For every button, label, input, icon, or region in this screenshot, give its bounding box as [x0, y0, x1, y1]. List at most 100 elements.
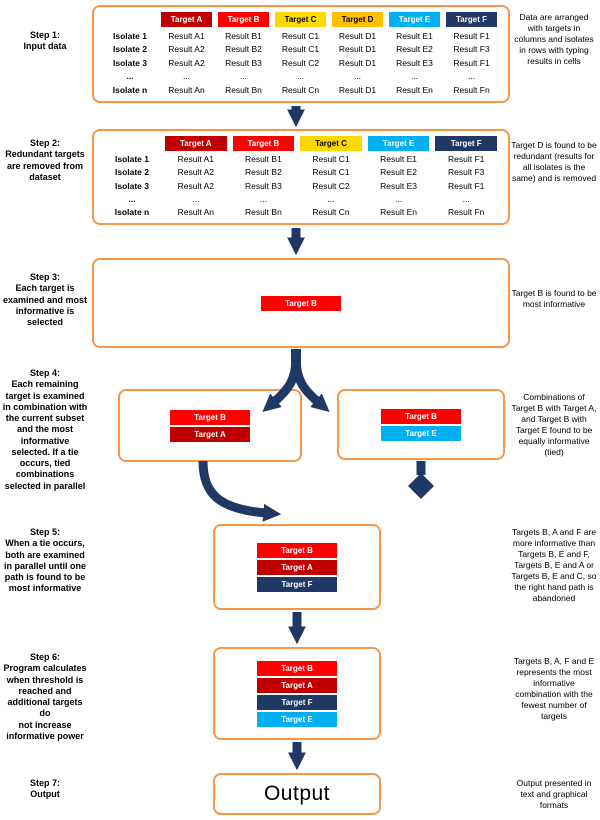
result-cell: Result B3 — [244, 180, 282, 191]
chip-stack: Target B Target A — [120, 391, 300, 460]
result-cell: Result En — [380, 206, 418, 217]
result-cell: Result A2 — [168, 44, 205, 55]
result-cell: Result Cn — [281, 84, 320, 95]
result-cell: Result C2 — [281, 57, 320, 68]
result-cell: Result C1 — [312, 167, 350, 178]
chip-stack: Target B Target A Target F — [215, 526, 379, 608]
step4-right-combination-box: Target B Target E — [337, 389, 505, 460]
result-cell: Result Bn — [244, 206, 282, 217]
isolate-label: ... — [128, 193, 136, 204]
isolate-label: Isolate 1 — [114, 154, 150, 165]
result-cell: ... — [192, 193, 200, 204]
step6-final-combination-box: Target B Target A Target F Target E — [213, 647, 381, 740]
result-cell: ... — [462, 193, 470, 204]
result-cell: Result F1 — [448, 180, 485, 191]
arrow-step4-left-to-step5 — [198, 460, 282, 522]
target-f-chip: Target F — [257, 576, 337, 592]
result-cell: ... — [259, 193, 267, 204]
step5-label: Step 5: When a tie occurs, both are exam… — [3, 527, 86, 594]
target-b-chip: Target B — [257, 542, 337, 558]
result-cell: Result B3 — [225, 57, 262, 68]
isolate-label: Isolate n — [112, 84, 148, 95]
isolate-label: Isolate n — [114, 206, 150, 217]
result-cell: ... — [410, 71, 419, 82]
step7-caption: Output presented in text and graphical f… — [516, 778, 592, 811]
result-cell: Result C1 — [312, 154, 350, 165]
result-cell: Result A1 — [168, 30, 205, 41]
target-c-header-chip: Target C — [300, 136, 362, 151]
step4-caption: Combinations of Target B with Target A, … — [511, 392, 597, 458]
step2-reduced-data-box: Target A Target B Target C Target E Targ… — [92, 129, 510, 225]
result-cell: Result A1 — [177, 154, 214, 165]
result-cell: Result Fn — [453, 84, 490, 95]
isolate-label: ... — [126, 71, 134, 82]
result-cell: Result F3 — [453, 44, 490, 55]
result-cell: Result An — [177, 206, 214, 217]
step1-caption: Data are arranged with targets in column… — [514, 12, 594, 67]
step7-output-box: Output — [213, 773, 381, 815]
target-b-chip: Target B — [261, 295, 341, 311]
target-b-header-chip: Target B — [218, 12, 269, 27]
result-cell: Result E2 — [380, 167, 418, 178]
result-cell: Result B2 — [244, 167, 282, 178]
target-e-header-chip: Target E — [389, 12, 440, 27]
isolate-label: Isolate 2 — [114, 167, 150, 178]
terminator-diamond-icon — [408, 473, 434, 499]
target-a-header-chip: Target A — [161, 12, 212, 27]
step1-input-data-box: Target A Target B Target C Target D Targ… — [92, 5, 510, 103]
result-cell: Result D1 — [338, 30, 377, 41]
result-cell: ... — [395, 193, 403, 204]
result-cell: Result F1 — [453, 30, 490, 41]
result-cell: Result D1 — [338, 84, 377, 95]
target-e-chip: Target E — [381, 425, 461, 441]
step5-caption: Targets B, A and F are more informative … — [511, 527, 597, 604]
step2-table: Target A Target B Target C Target E Targ… — [94, 131, 508, 223]
target-b-chip: Target B — [257, 660, 337, 676]
target-f-header-chip: Target F — [435, 136, 497, 151]
result-cell: Result E1 — [380, 154, 418, 165]
step6-label: Step 6: Program calculates when threshol… — [3, 652, 87, 741]
result-cell: Result E3 — [396, 57, 433, 68]
result-cell: Result C2 — [312, 180, 350, 191]
step3-label: Step 3: Each target is examined and most… — [2, 272, 88, 327]
result-cell: Result A2 — [177, 167, 214, 178]
result-cell: Result En — [396, 84, 433, 95]
result-cell: Result A2 — [177, 180, 214, 191]
step6-caption: Targets B, A, F and E represents the mos… — [513, 656, 595, 722]
isolate-label: Isolate 2 — [112, 44, 148, 55]
target-a-header-chip: Target A — [165, 136, 227, 151]
target-e-chip: Target E — [257, 711, 337, 727]
step1-table: Target A Target B Target C Target D Targ… — [94, 7, 508, 101]
step4-left-combination-box: Target B Target A — [118, 389, 302, 462]
isolate-label: Isolate 3 — [112, 57, 148, 68]
output-label: Output — [263, 782, 331, 805]
result-cell: Result Fn — [448, 206, 485, 217]
result-cell: Result B1 — [244, 154, 282, 165]
result-cell: ... — [353, 71, 362, 82]
target-b-chip: Target B — [170, 409, 250, 425]
result-cell: Result C1 — [281, 30, 320, 41]
chip-stack: Target B Target A Target F Target E — [215, 649, 379, 738]
result-cell: Result Cn — [312, 206, 350, 217]
result-cell: ... — [467, 71, 476, 82]
step5-parallel-path-box: Target B Target A Target F — [213, 524, 381, 610]
target-a-chip: Target A — [170, 426, 250, 442]
result-cell: Result Bn — [225, 84, 262, 95]
step7-label: Step 7: Output — [29, 778, 60, 800]
target-a-chip: Target A — [257, 559, 337, 575]
step2-caption: Target D is found to be redundant (resul… — [511, 140, 597, 184]
target-f-header-chip: Target F — [446, 12, 497, 27]
target-c-header-chip: Target C — [275, 12, 326, 27]
result-cell: ... — [182, 71, 191, 82]
result-cell: Result B2 — [225, 44, 262, 55]
isolate-label: Isolate 1 — [112, 30, 148, 41]
result-cell: Result D1 — [338, 57, 377, 68]
step1-label: Step 1: Input data — [23, 30, 67, 52]
result-cell: Result D1 — [338, 44, 377, 55]
result-cell: ... — [327, 193, 335, 204]
step3-caption: Target B is found to be most informative — [511, 288, 597, 310]
target-a-chip: Target A — [257, 677, 337, 693]
result-cell: Result E2 — [396, 44, 433, 55]
result-cell: Result F1 — [448, 154, 485, 165]
